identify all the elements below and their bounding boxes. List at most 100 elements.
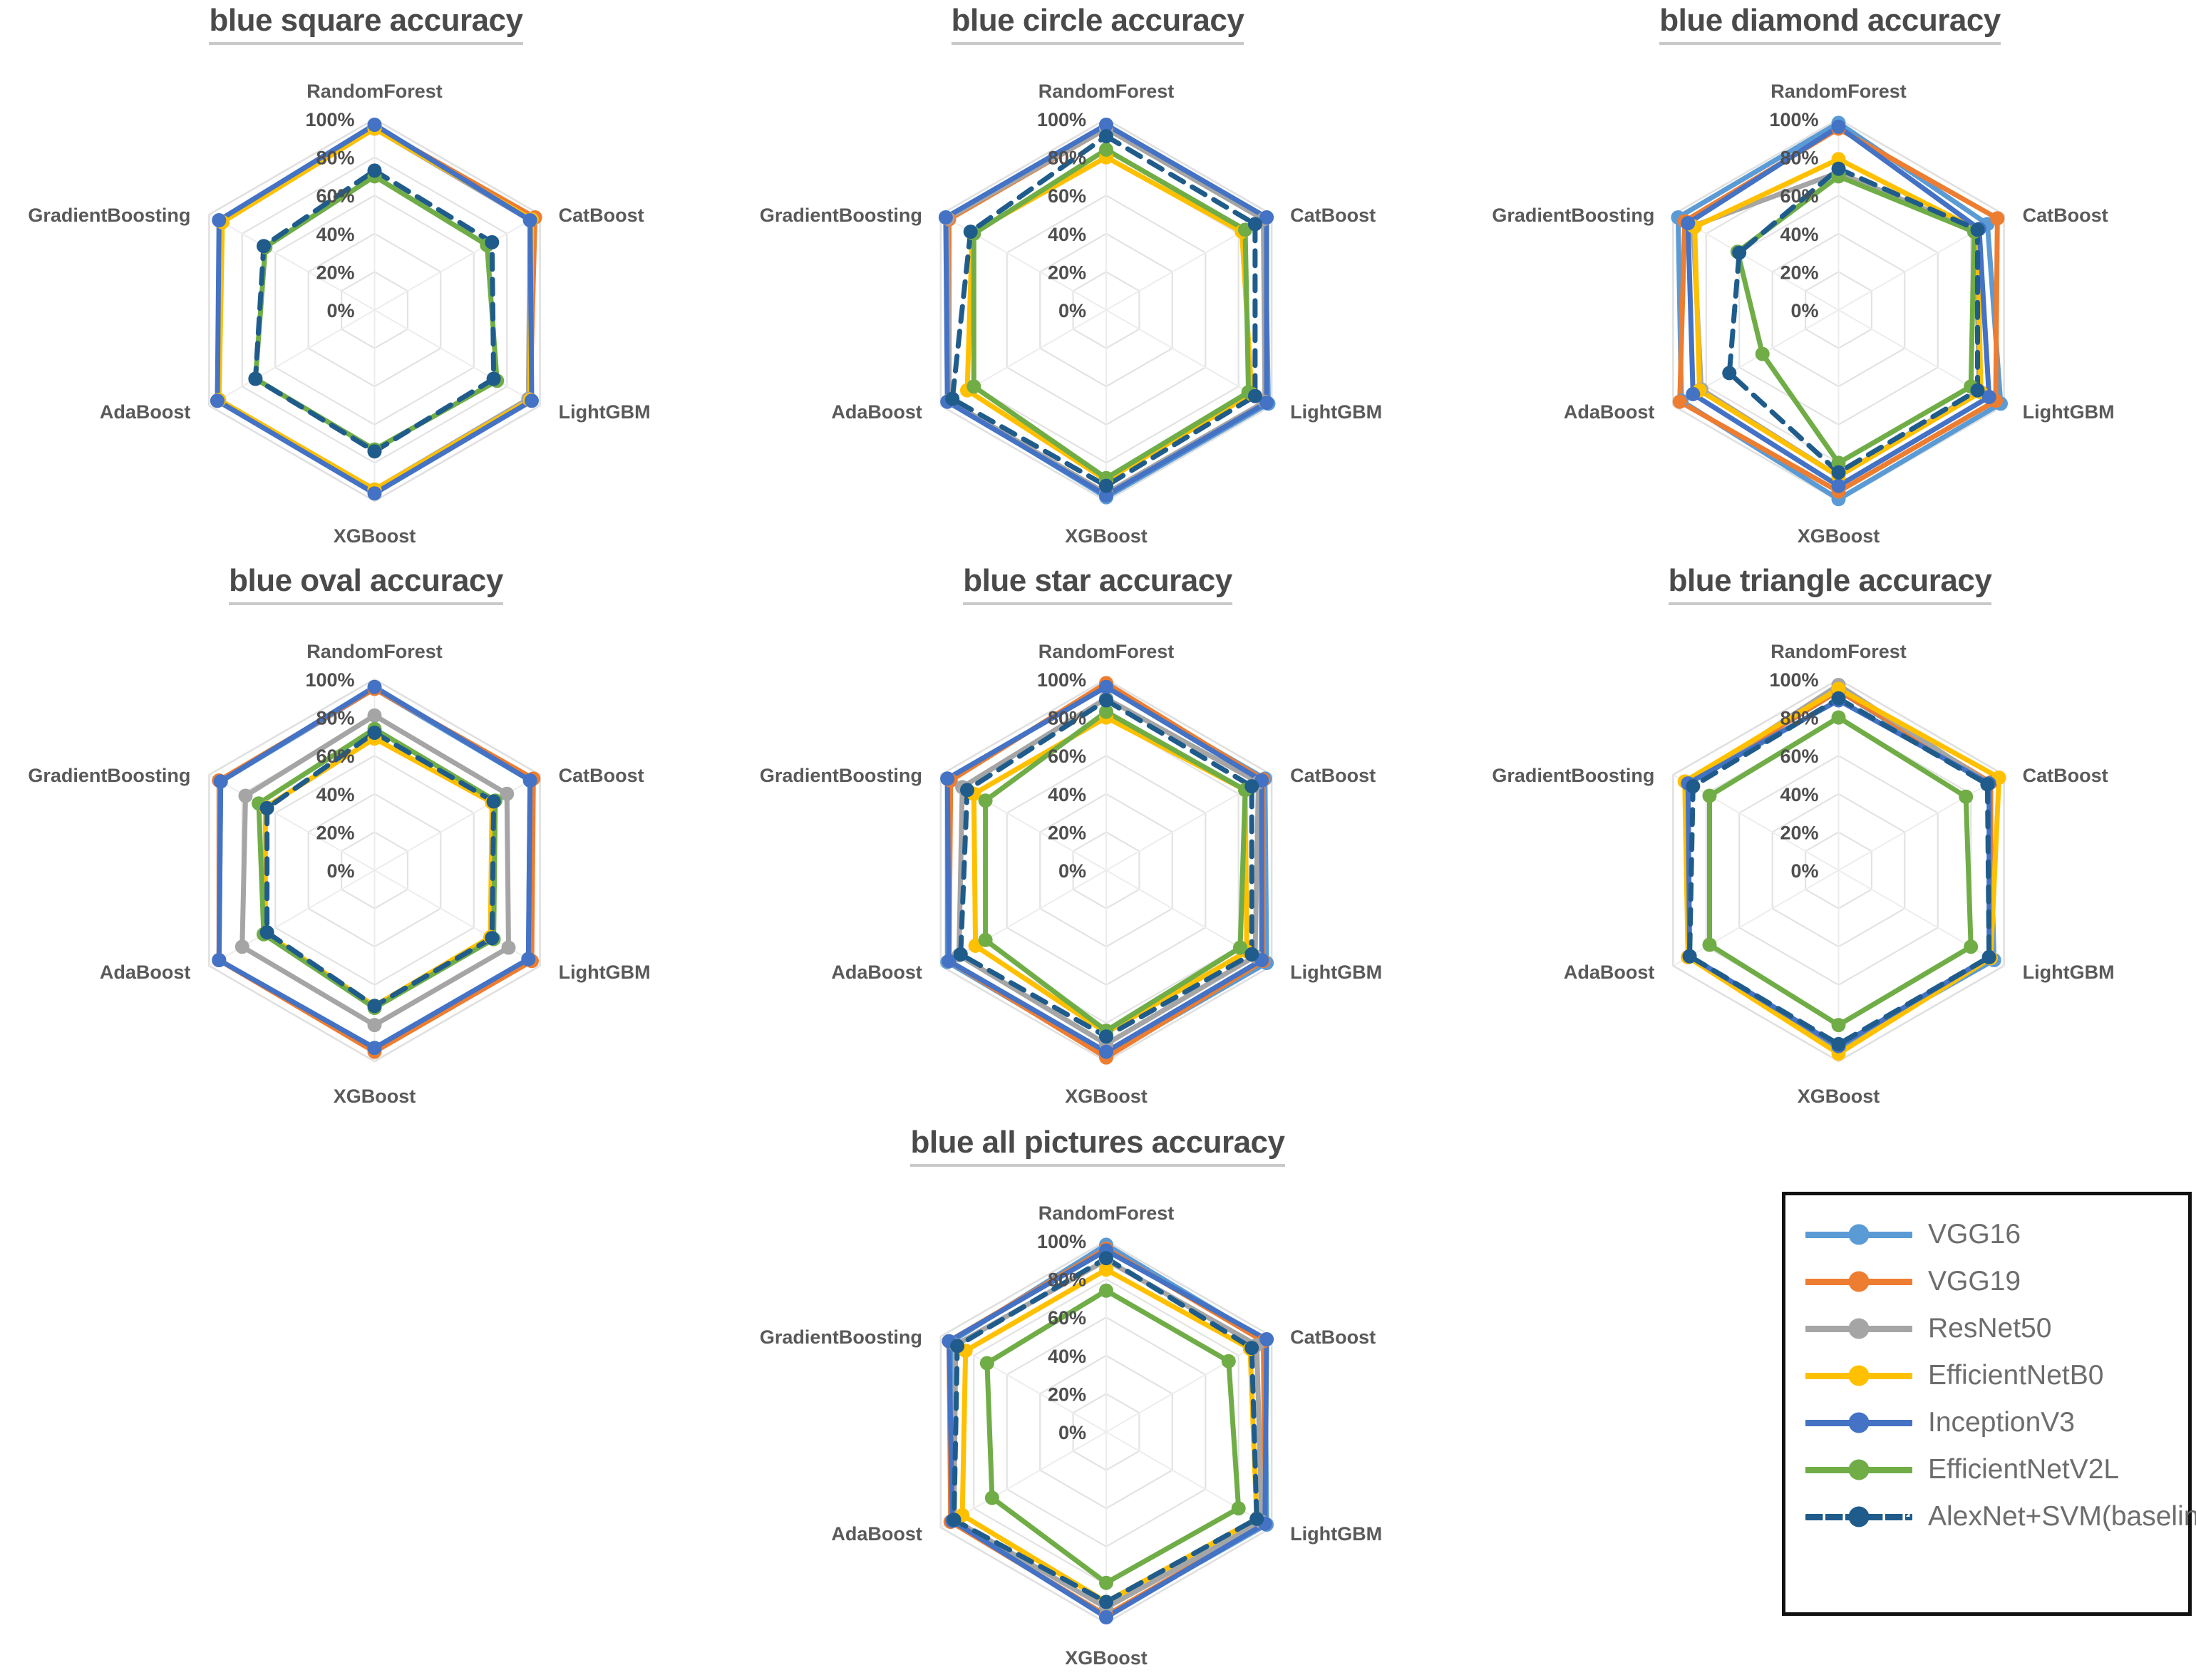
category-label-randomforest: RandomForest: [306, 641, 443, 662]
legend-label: VGG19: [1928, 1266, 2021, 1297]
radar-data-point: [1099, 1251, 1113, 1266]
radar-data-point: [212, 213, 227, 227]
category-labels: RandomForestCatBoostLightGBMXGBoostAdaBo…: [28, 81, 650, 547]
radar-data-point: [1970, 222, 1985, 237]
radar-data-point: [1099, 142, 1113, 157]
radar-data-point: [1099, 118, 1113, 132]
radar-data-point: [521, 952, 536, 967]
radial-tick-label: 0%: [1790, 860, 1818, 882]
category-labels: RandomForestCatBoostLightGBMXGBoostAdaBo…: [1492, 641, 2114, 1107]
radar-data-point: [947, 1512, 962, 1527]
category-label-catboost: CatBoost: [2023, 765, 2108, 786]
radar-data-point: [1964, 939, 1979, 954]
legend-item-inceptionv3[interactable]: InceptionV3: [1785, 1399, 2188, 1446]
category-label-randomforest: RandomForest: [1038, 1202, 1175, 1224]
radial-tick-label: 100%: [1037, 109, 1086, 130]
category-labels: RandomForestCatBoostLightGBMXGBoostAdaBo…: [1492, 81, 2114, 547]
legend-item-vgg19[interactable]: VGG19: [1785, 1258, 2188, 1305]
chart-title: blue circle accuracy: [741, 3, 1454, 45]
legend-marker-dot: [1848, 1506, 1870, 1527]
category-label-randomforest: RandomForest: [1770, 641, 1907, 662]
legend-label: ResNet50: [1928, 1313, 2052, 1344]
radial-tick-labels: 0%20%40%60%80%100%: [305, 669, 354, 882]
radial-tick-label: 80%: [1780, 148, 1818, 169]
category-label-catboost: CatBoost: [1290, 765, 1376, 786]
legend-marker-dot: [1848, 1318, 1870, 1339]
radar-data-point: [938, 210, 953, 225]
radial-tick-label: 60%: [1048, 1307, 1086, 1329]
radar-data-point: [1980, 777, 1995, 792]
radial-tick-label: 40%: [1048, 1346, 1086, 1367]
radial-tick-label: 20%: [1048, 1383, 1086, 1405]
radial-tick-label: 100%: [305, 109, 354, 130]
category-label-adaboost: AdaBoost: [831, 962, 922, 983]
radar-data-point: [1959, 789, 1974, 804]
category-label-xgboost: XGBoost: [334, 525, 416, 547]
radar-data-point: [1702, 937, 1717, 952]
radar-data-point: [212, 953, 227, 967]
legend-item-vgg16[interactable]: VGG16: [1785, 1211, 2188, 1258]
radar-data-point: [1755, 346, 1770, 361]
category-label-adaboost: AdaBoost: [831, 1523, 922, 1545]
legend-label: EfficientNetB0: [1928, 1360, 2104, 1391]
radial-tick-label: 20%: [1048, 262, 1086, 283]
radar-data-point: [1831, 465, 1846, 480]
radar-data-point: [257, 239, 271, 254]
legend-item-efficientnetv2l[interactable]: EfficientNetV2L: [1785, 1446, 2188, 1493]
category-label-gradientboosting: GradientBoosting: [760, 205, 922, 226]
category-label-lightgbm: LightGBM: [1290, 401, 1382, 423]
chart-title: blue oval accuracy: [0, 563, 732, 605]
chart-title-text: blue triangle accuracy: [1668, 563, 1992, 605]
category-label-xgboost: XGBoost: [1798, 525, 1880, 547]
radial-tick-label: 80%: [1780, 708, 1818, 729]
legend-line-swatch: [1805, 1458, 1912, 1482]
radial-tick-label: 100%: [305, 669, 354, 691]
radial-tick-label: 100%: [1037, 1231, 1086, 1252]
radar-data-point: [367, 163, 382, 178]
radial-tick-label: 20%: [1780, 822, 1818, 843]
radar-data-point: [501, 940, 516, 955]
radar-plot: 0%20%40%60%80%100%RandomForestCatBoostLi…: [28, 81, 650, 547]
radar-data-point: [1259, 1332, 1274, 1346]
radial-tick-labels: 0%20%40%60%80%100%: [1769, 109, 1818, 321]
radar-gridlines: [939, 678, 1273, 1063]
radar-data-point: [1244, 947, 1259, 962]
legend-item-efficientnetb0[interactable]: EfficientNetB0: [1785, 1352, 2188, 1399]
radar-data-point: [1831, 478, 1846, 493]
radial-tick-label: 60%: [1048, 746, 1086, 767]
radar-data-point: [1831, 1018, 1846, 1033]
legend-marker-dot: [1848, 1365, 1870, 1386]
radial-tick-labels: 0%20%40%60%80%100%: [305, 109, 354, 321]
radar-data-point: [978, 932, 993, 947]
radar-data-point: [1831, 119, 1846, 134]
radar-data-point: [1702, 788, 1717, 803]
radial-tick-label: 80%: [316, 708, 354, 729]
category-label-lightgbm: LightGBM: [1290, 1523, 1382, 1545]
legend-item-alexnet-svm-baseline[interactable]: AlexNet+SVM(baseline): [1785, 1493, 2196, 1540]
category-label-gradientboosting: GradientBoosting: [760, 765, 922, 786]
chart-title-text: blue circle accuracy: [951, 3, 1244, 45]
radial-tick-label: 60%: [316, 185, 354, 207]
chart-title: blue star accuracy: [741, 563, 1454, 605]
legend-marker-dot: [1848, 1459, 1870, 1480]
legend-line-swatch: [1805, 1269, 1912, 1294]
radial-tick-label: 0%: [1790, 300, 1818, 321]
radial-tick-label: 40%: [1780, 224, 1818, 245]
radar-data-point: [940, 771, 955, 786]
radial-tick-label: 40%: [316, 784, 354, 805]
radar-gridlines: [208, 118, 541, 503]
radar-plot: 0%20%40%60%80%100%RandomForestCatBoostLi…: [760, 1202, 1382, 1669]
radar-chart-panel: blue circle accuracy 0%20%40%60%80%100%Ra…: [741, 3, 1454, 558]
radial-tick-label: 100%: [1037, 669, 1086, 691]
legend-item-resnet50[interactable]: ResNet50: [1785, 1305, 2188, 1352]
radar-data-point: [979, 1356, 994, 1371]
radial-tick-label: 20%: [1048, 822, 1086, 843]
legend-marker-dot: [1848, 1224, 1870, 1245]
radar-plot: 0%20%40%60%80%100%RandomForestCatBoostLi…: [760, 81, 1382, 547]
chart-title: blue triangle accuracy: [1465, 563, 2195, 605]
category-label-catboost: CatBoost: [1290, 205, 1376, 226]
radar-data-point: [1981, 949, 1996, 964]
chart-title: blue square accuracy: [0, 3, 732, 45]
